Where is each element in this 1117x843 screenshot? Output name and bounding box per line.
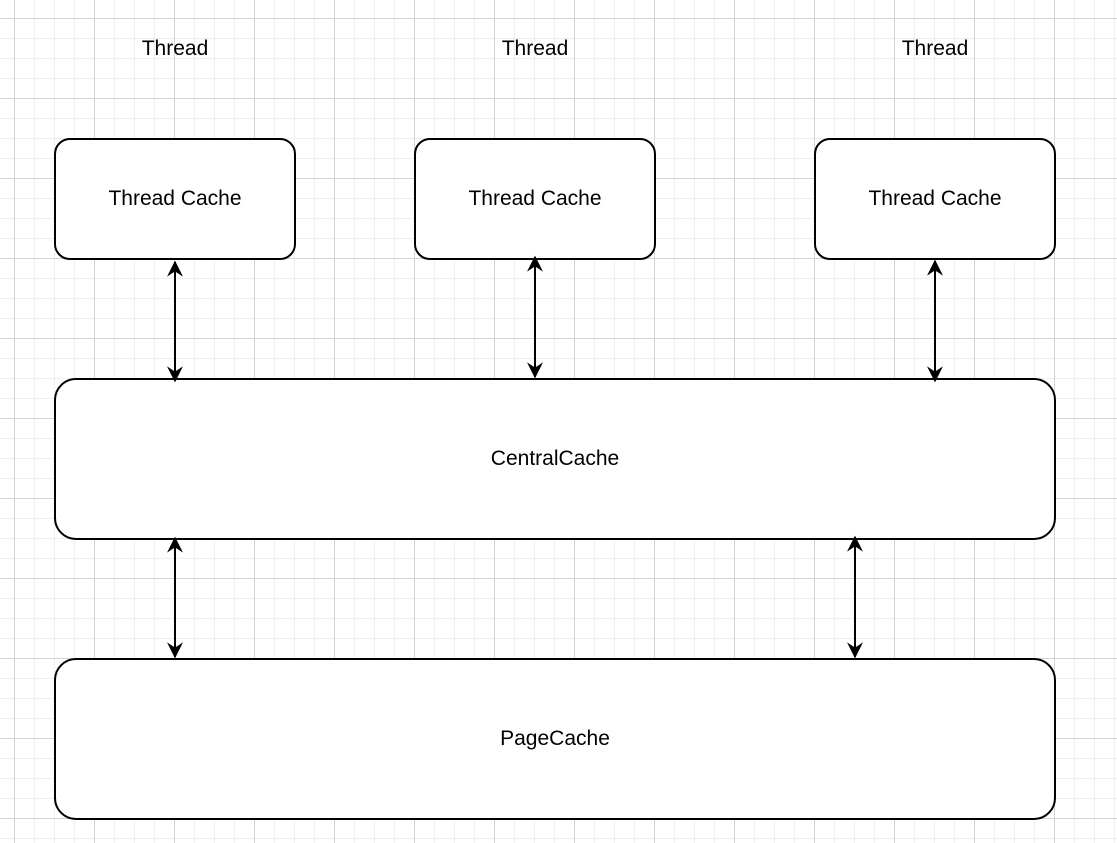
thread-cache-1-label: Thread Cache — [108, 187, 242, 210]
central-cache-label: CentralCache — [490, 447, 620, 470]
central-cache[interactable]: CentralCache — [54, 378, 1056, 540]
thread-label-1: Thread — [141, 37, 209, 60]
thread-label-3: Thread — [901, 37, 969, 60]
thread-cache-2[interactable]: Thread Cache — [414, 138, 656, 260]
thread-cache-3-label: Thread Cache — [868, 187, 1002, 210]
thread-cache-3[interactable]: Thread Cache — [814, 138, 1056, 260]
thread-cache-2-label: Thread Cache — [468, 187, 602, 210]
thread-cache-1[interactable]: Thread Cache — [54, 138, 296, 260]
page-cache[interactable]: PageCache — [54, 658, 1056, 820]
thread-label-2: Thread — [501, 37, 569, 60]
page-cache-label: PageCache — [500, 727, 610, 750]
